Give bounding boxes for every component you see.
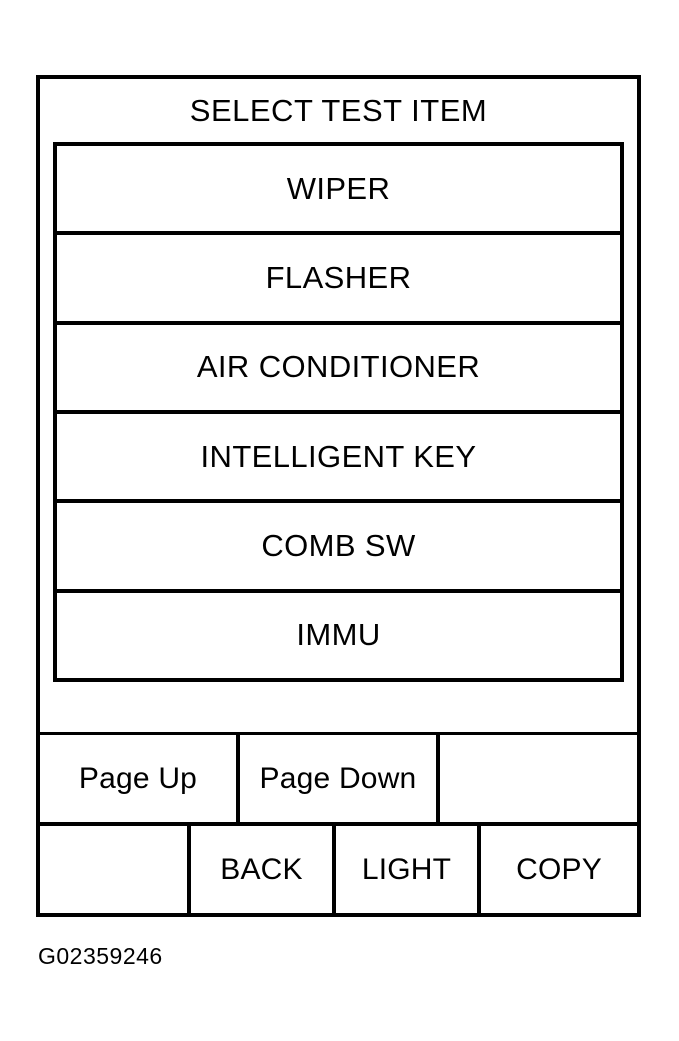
page-down-button[interactable]: Page Down [240,735,440,822]
softkey-area: Page Up Page Down BACK LIGHT COPY [40,732,637,913]
list-item-label: AIR CONDITIONER [196,349,481,385]
list-item-comb-sw[interactable]: COMB SW [57,503,620,593]
list-item-immu[interactable]: IMMU [57,592,620,678]
back-label: BACK [220,852,303,886]
softkey-row-top: Page Up Page Down [40,735,637,826]
list-item-label: FLASHER [265,259,412,295]
list-item-intelligent-key[interactable]: INTELLIGENT KEY [57,413,620,504]
figure-caption: G02359246 [38,943,163,969]
softkey-row-bottom: BACK LIGHT COPY [40,826,637,913]
list-item-label: INTELLIGENT KEY [200,438,477,474]
softkey-empty-bottom-left[interactable] [40,826,191,913]
back-button[interactable]: BACK [191,826,336,913]
scan-tool-screen: SELECT TEST ITEM WIPER FLASHER AIR CONDI… [36,75,641,917]
page-title: SELECT TEST ITEM [189,93,488,128]
list-item-label: WIPER [286,170,391,206]
list-item-label: COMB SW [261,527,416,563]
list-item-wiper[interactable]: WIPER [57,146,620,236]
page-up-label: Page Up [78,761,198,795]
list-item-air-conditioner[interactable]: AIR CONDITIONER [57,324,620,414]
copy-label: COPY [516,852,602,886]
page-down-label: Page Down [259,761,417,795]
list-item-flasher[interactable]: FLASHER [57,235,620,325]
list-empty-area [40,682,637,732]
test-item-list: WIPER FLASHER AIR CONDITIONER INTELLIGEN… [53,142,624,682]
light-button[interactable]: LIGHT [336,826,481,913]
softkey-empty-top-right[interactable] [440,735,637,822]
light-label: LIGHT [361,852,452,886]
page-up-button[interactable]: Page Up [40,735,240,822]
copy-button[interactable]: COPY [481,826,637,913]
list-item-label: IMMU [296,617,381,653]
